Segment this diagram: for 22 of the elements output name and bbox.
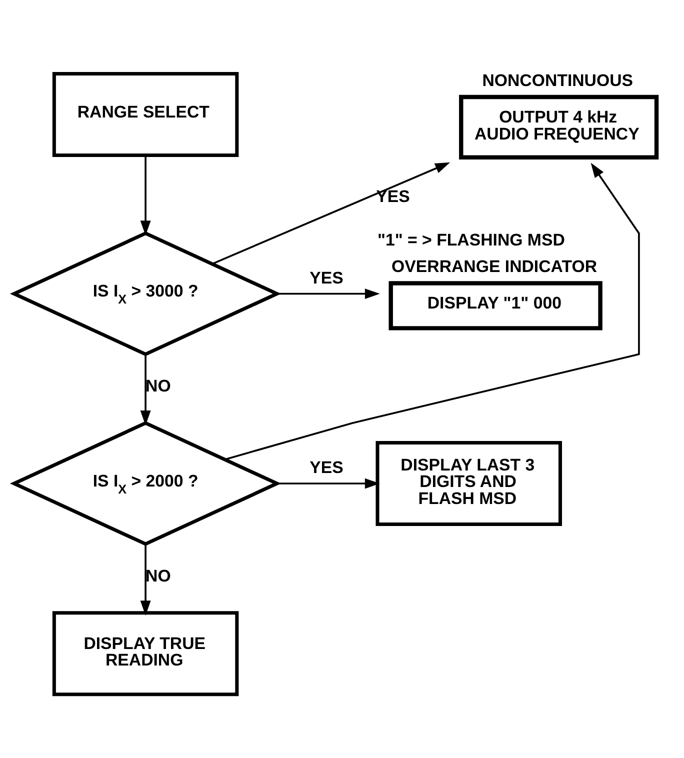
arrow bbox=[140, 155, 151, 236]
edge-label: NO bbox=[146, 566, 171, 585]
node-box: DISPLAY TRUE READING bbox=[52, 610, 239, 696]
edge-label: NO bbox=[146, 376, 171, 396]
node-diamond: IS I$_{X}$ > 2000 ? bbox=[10, 420, 282, 546]
node-label: NONCONTINUOUS bbox=[482, 70, 634, 90]
node-box: RANGE SELECT bbox=[52, 72, 239, 157]
node-box: DISPLAY "1" 000 bbox=[388, 280, 602, 330]
node-box: DISPLAY LAST 3 DIGITS AND FLASH MSD bbox=[376, 440, 562, 526]
edge-label: YES bbox=[310, 458, 344, 477]
node-label: "1" = > FLASHING MSD bbox=[377, 230, 565, 249]
arrow bbox=[140, 544, 151, 616]
node-label: OVERRANGE INDICATOR bbox=[392, 256, 598, 276]
arrow bbox=[140, 354, 151, 425]
arrow bbox=[224, 162, 640, 460]
node-diamond: IS I$_{X}$ > 3000 ? bbox=[10, 230, 282, 356]
edge-label: YES bbox=[376, 186, 410, 206]
node-box: OUTPUT 4 kHz AUDIO FREQUENCY bbox=[459, 94, 659, 159]
arrow bbox=[277, 288, 380, 298]
arrow bbox=[212, 162, 450, 264]
arrow bbox=[277, 478, 380, 488]
edge-label: YES bbox=[310, 268, 344, 287]
